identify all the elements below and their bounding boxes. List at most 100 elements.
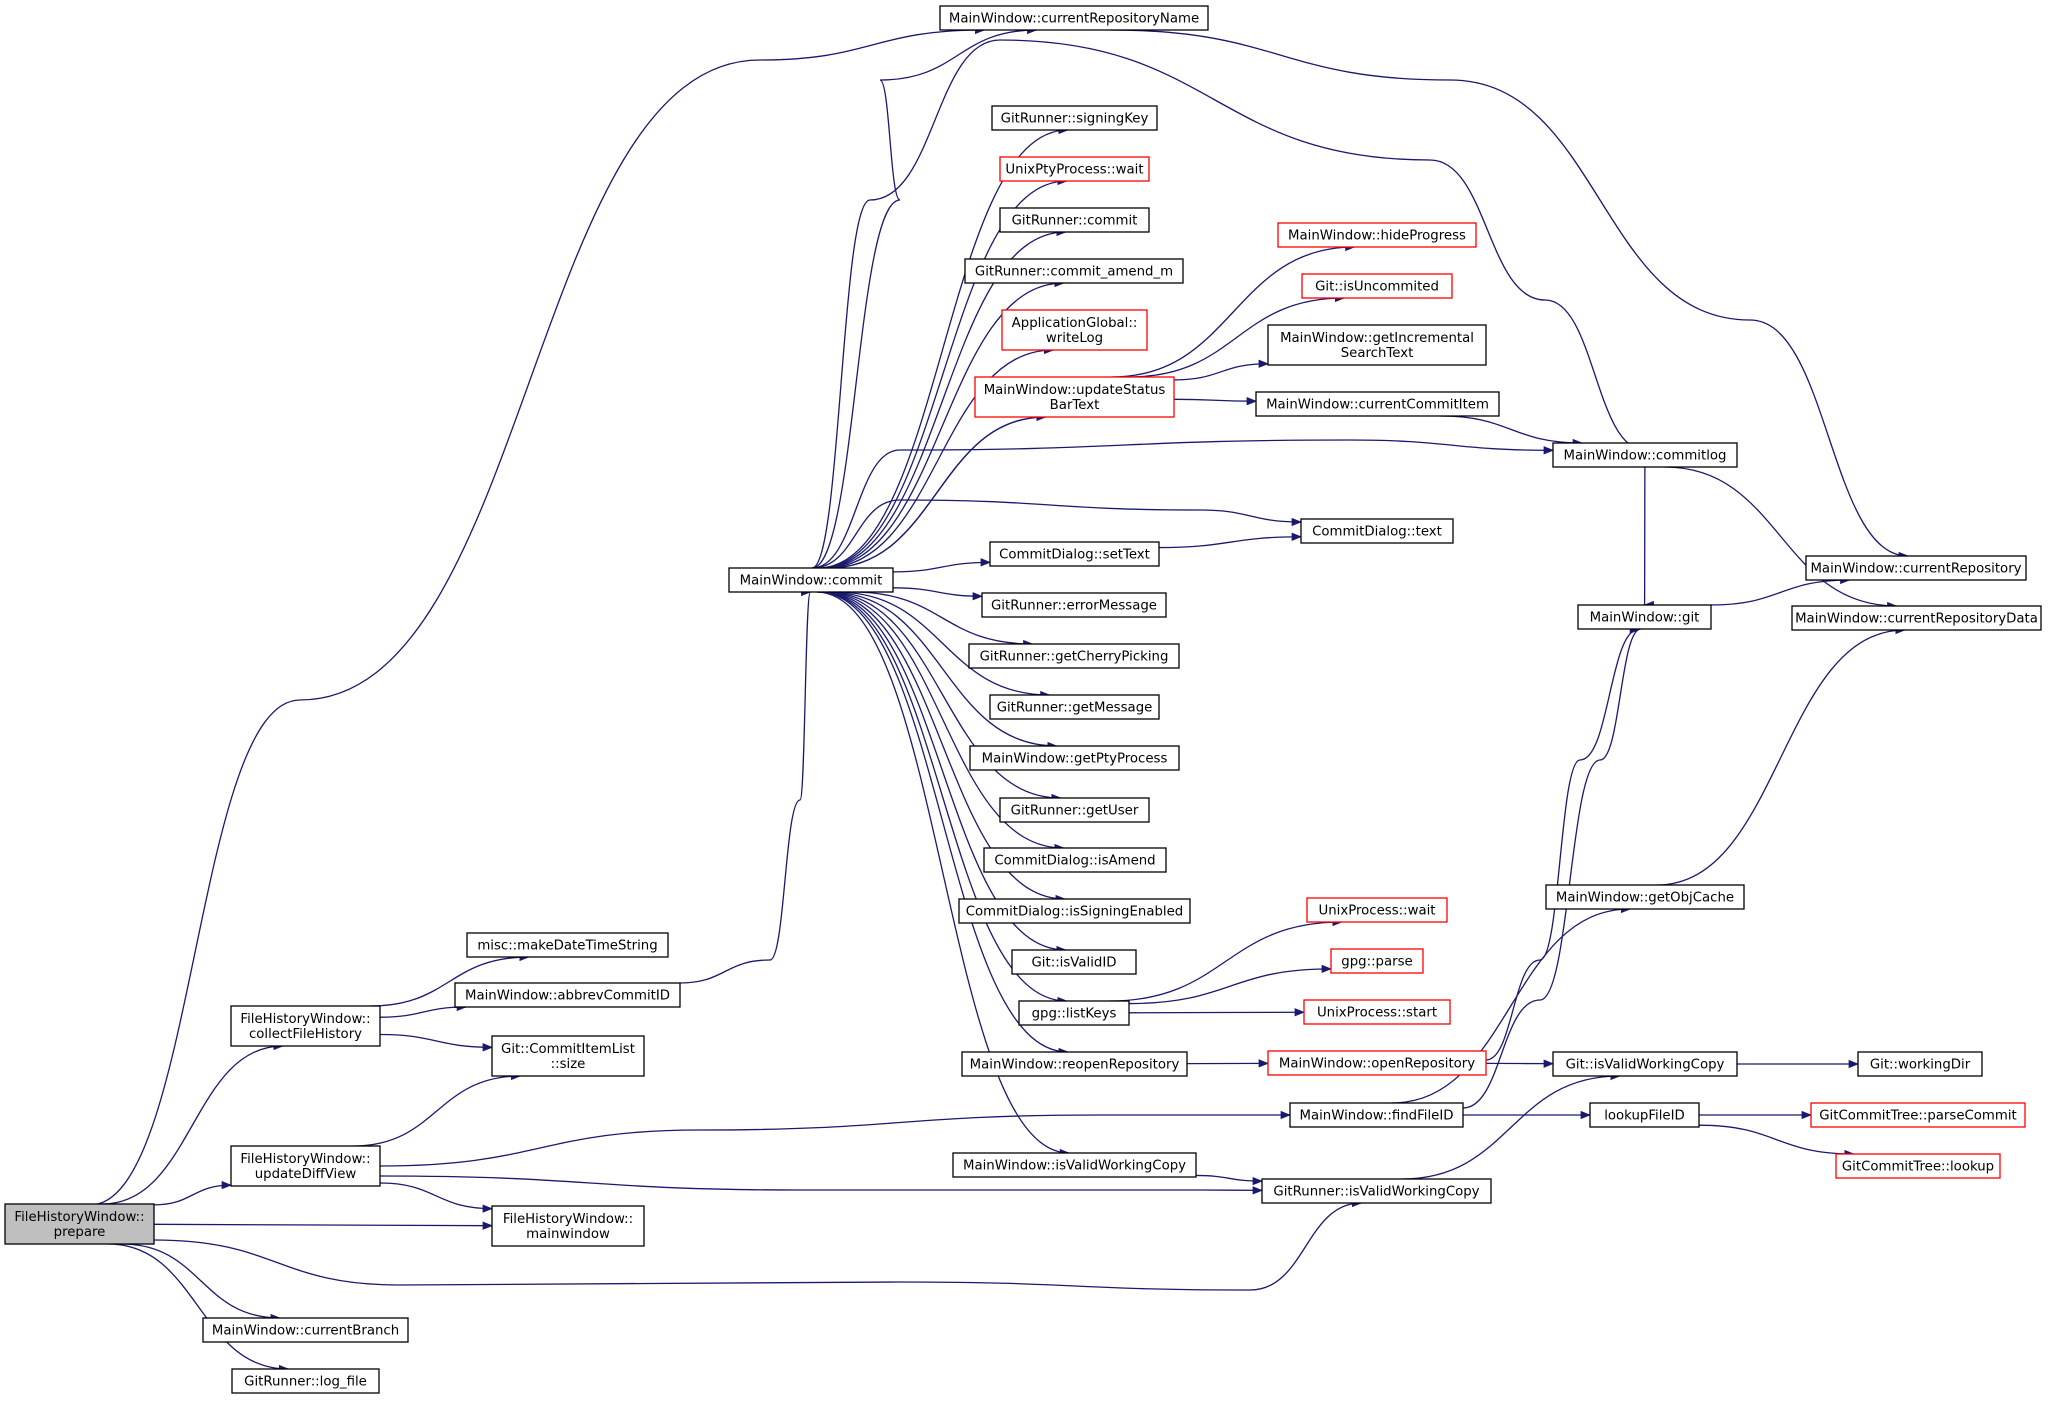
node-getMessage[interactable]: GitRunner::getMessage: [989, 694, 1160, 720]
node-box[interactable]: [1001, 309, 1148, 351]
node-reopen[interactable]: MainWindow::reopenRepository: [961, 1051, 1188, 1077]
node-box[interactable]: [961, 1051, 1188, 1077]
node-upWait[interactable]: UnixProcess::wait: [1306, 897, 1448, 923]
node-gpgParse[interactable]: gpg::parse: [1330, 948, 1424, 974]
node-upStart[interactable]: UnixProcess::start: [1303, 999, 1451, 1025]
node-commitlog[interactable]: MainWindow::commitlog: [1552, 442, 1738, 468]
node-box[interactable]: [1330, 948, 1424, 974]
node-box[interactable]: [989, 694, 1160, 720]
node-box[interactable]: [1306, 897, 1448, 923]
node-box[interactable]: [1805, 555, 2027, 581]
node-currentBranch[interactable]: MainWindow::currentBranch: [202, 1317, 409, 1343]
node-box[interactable]: [491, 1035, 645, 1077]
node-box[interactable]: [454, 982, 681, 1008]
node-box[interactable]: [981, 592, 1167, 618]
node-workingDir[interactable]: Git::workingDir: [1857, 1051, 1983, 1077]
node-cherry[interactable]: GitRunner::getCherryPicking: [968, 643, 1180, 669]
node-isUncommited[interactable]: Git::isUncommited: [1301, 273, 1453, 299]
node-updateDiff[interactable]: FileHistoryWindow::updateDiffView: [230, 1145, 381, 1187]
node-mainwindow[interactable]: FileHistoryWindow::mainwindow: [491, 1205, 645, 1247]
node-signingEnabled[interactable]: CommitDialog::isSigningEnabled: [958, 898, 1191, 924]
node-box[interactable]: [969, 745, 1180, 771]
node-curRepoName[interactable]: MainWindow::currentRepositoryName: [939, 5, 1209, 31]
node-box[interactable]: [1552, 442, 1738, 468]
node-box[interactable]: [1835, 1153, 2001, 1179]
node-box[interactable]: [991, 105, 1158, 131]
node-parseCommit[interactable]: GitCommitTree::parseCommit: [1810, 1102, 2026, 1128]
node-box[interactable]: [983, 847, 1167, 873]
node-box[interactable]: [466, 932, 669, 958]
node-gitIsValidWC[interactable]: Git::isValidWorkingCopy: [1552, 1051, 1738, 1077]
node-grCommit[interactable]: GitRunner::commit: [999, 207, 1150, 233]
node-box[interactable]: [1545, 884, 1745, 910]
node-box[interactable]: [1552, 1051, 1738, 1077]
node-writeLog[interactable]: ApplicationGlobal::writeLog: [1001, 309, 1148, 351]
node-box[interactable]: [1810, 1102, 2026, 1128]
node-box[interactable]: [230, 1145, 381, 1187]
node-box[interactable]: [728, 567, 894, 593]
node-objCache[interactable]: MainWindow::getObjCache: [1545, 884, 1745, 910]
node-treeLookup[interactable]: GitCommitTree::lookup: [1835, 1153, 2001, 1179]
node-findFileID[interactable]: MainWindow::findFileID: [1289, 1102, 1464, 1128]
node-box[interactable]: [1857, 1051, 1983, 1077]
node-signingKey[interactable]: GitRunner::signingKey: [991, 105, 1158, 131]
node-box[interactable]: [1300, 518, 1454, 544]
node-box[interactable]: [989, 541, 1160, 567]
node-collect[interactable]: FileHistoryWindow::collectFileHistory: [230, 1005, 381, 1047]
node-setText[interactable]: CommitDialog::setText: [989, 541, 1160, 567]
node-box[interactable]: [491, 1205, 645, 1247]
node-grIsValidWC[interactable]: GitRunner::isValidWorkingCopy: [1261, 1178, 1492, 1204]
node-hideProgress[interactable]: MainWindow::hideProgress: [1277, 222, 1477, 248]
node-box[interactable]: [1261, 1178, 1492, 1204]
node-box[interactable]: [1255, 391, 1500, 417]
node-curCommitItem[interactable]: MainWindow::currentCommitItem: [1255, 391, 1500, 417]
node-box[interactable]: [1277, 222, 1477, 248]
node-box[interactable]: [999, 797, 1150, 823]
node-getUser[interactable]: GitRunner::getUser: [999, 797, 1150, 823]
node-logFile[interactable]: GitRunner::log_file: [231, 1368, 380, 1394]
node-box[interactable]: [1289, 1102, 1464, 1128]
node-isAmend[interactable]: CommitDialog::isAmend: [983, 847, 1167, 873]
node-box[interactable]: [952, 1152, 1197, 1178]
node-box[interactable]: [202, 1317, 409, 1343]
node-box[interactable]: [1791, 605, 2042, 631]
node-openRepo[interactable]: MainWindow::openRepository: [1267, 1050, 1487, 1076]
node-box[interactable]: [939, 5, 1209, 31]
node-box[interactable]: [1303, 999, 1451, 1025]
node-box[interactable]: [964, 258, 1184, 284]
node-box[interactable]: [1018, 1000, 1130, 1026]
node-box[interactable]: [958, 898, 1191, 924]
node-box[interactable]: [974, 376, 1175, 418]
node-dlgText[interactable]: CommitDialog::text: [1300, 518, 1454, 544]
node-isValidID[interactable]: Git::isValidID: [1011, 949, 1137, 975]
node-prepare[interactable]: FileHistoryWindow::prepare: [4, 1203, 155, 1245]
node-commitAmend[interactable]: GitRunner::commit_amend_m: [964, 258, 1184, 284]
node-box[interactable]: [231, 1368, 380, 1394]
node-box[interactable]: [1267, 324, 1487, 366]
node-box[interactable]: [1011, 949, 1137, 975]
node-curRepo[interactable]: MainWindow::currentRepository: [1805, 555, 2027, 581]
node-box[interactable]: [4, 1203, 155, 1245]
node-box[interactable]: [968, 643, 1180, 669]
node-box[interactable]: [999, 156, 1150, 182]
node-ptyWait[interactable]: UnixPtyProcess::wait: [999, 156, 1150, 182]
node-makeDate[interactable]: misc::makeDateTimeString: [466, 932, 669, 958]
node-curRepoData[interactable]: MainWindow::currentRepositoryData: [1791, 605, 2042, 631]
node-box[interactable]: [1301, 273, 1453, 299]
node-abbrev[interactable]: MainWindow::abbrevCommitID: [454, 982, 681, 1008]
node-getPty[interactable]: MainWindow::getPtyProcess: [969, 745, 1180, 771]
node-listKeys[interactable]: gpg::listKeys: [1018, 1000, 1130, 1026]
node-box[interactable]: [1589, 1102, 1700, 1128]
node-box[interactable]: [1577, 604, 1712, 630]
node-mwIsValidWC[interactable]: MainWindow::isValidWorkingCopy: [952, 1152, 1197, 1178]
node-box[interactable]: [230, 1005, 381, 1047]
node-box[interactable]: [999, 207, 1150, 233]
node-errorMessage[interactable]: GitRunner::errorMessage: [981, 592, 1167, 618]
node-box[interactable]: [1267, 1050, 1487, 1076]
node-listSize[interactable]: Git::CommitItemList::size: [491, 1035, 645, 1077]
node-mwGit[interactable]: MainWindow::git: [1577, 604, 1712, 630]
node-lookupFileID[interactable]: lookupFileID: [1589, 1102, 1700, 1128]
node-mwCommit[interactable]: MainWindow::commit: [728, 567, 894, 593]
